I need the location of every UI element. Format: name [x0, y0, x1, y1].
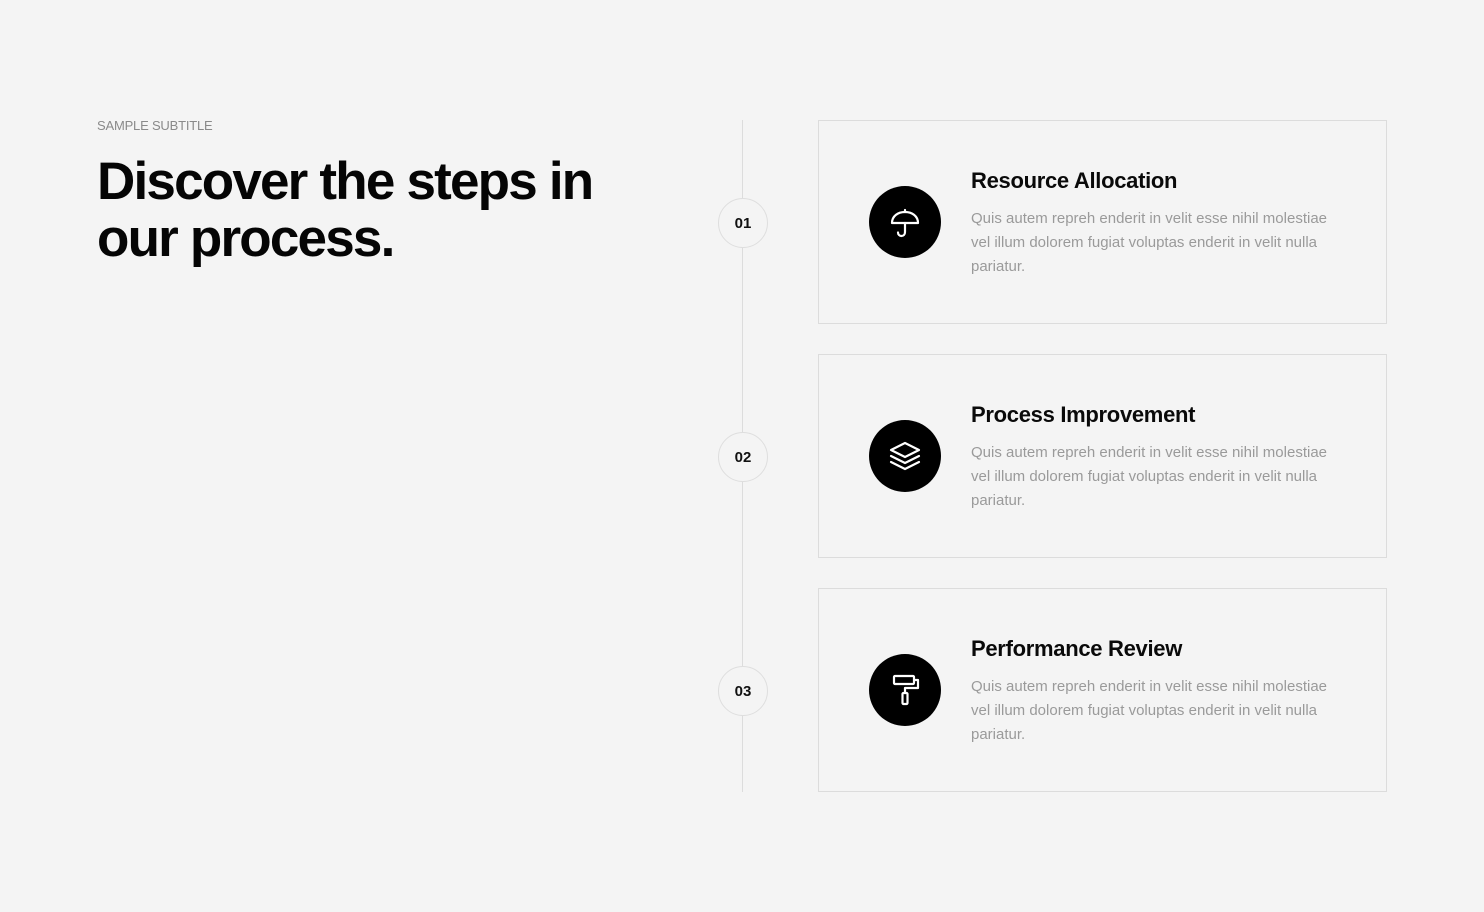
paint-roller-icon	[869, 654, 941, 726]
step-number-02: 02	[718, 432, 768, 482]
step-title: Process Improvement	[971, 402, 1196, 427]
step-card-resource-allocation: Resource Allocation Quis autem repreh en…	[818, 120, 1387, 324]
section-intro: SAMPLE SUBTITLE Discover the steps in ou…	[97, 118, 657, 267]
step-card-performance-review: Performance Review Quis autem repreh end…	[818, 588, 1387, 792]
step-description: Quis autem repreh enderit in velit esse …	[971, 210, 1328, 275]
step-number-01: 01	[718, 198, 768, 248]
step-card-process-improvement: Process Improvement Quis autem repreh en…	[818, 354, 1387, 558]
section-heading: Discover the steps in our process.	[97, 152, 594, 268]
step-title: Performance Review	[971, 636, 1183, 661]
layers-icon	[869, 420, 941, 492]
step-title: Resource Allocation	[971, 168, 1178, 193]
step-description: Quis autem repreh enderit in velit esse …	[971, 444, 1328, 509]
step-number-03: 03	[718, 666, 768, 716]
section-subtitle: SAMPLE SUBTITLE	[97, 118, 213, 133]
step-description: Quis autem repreh enderit in velit esse …	[971, 678, 1328, 743]
umbrella-icon	[869, 186, 941, 258]
